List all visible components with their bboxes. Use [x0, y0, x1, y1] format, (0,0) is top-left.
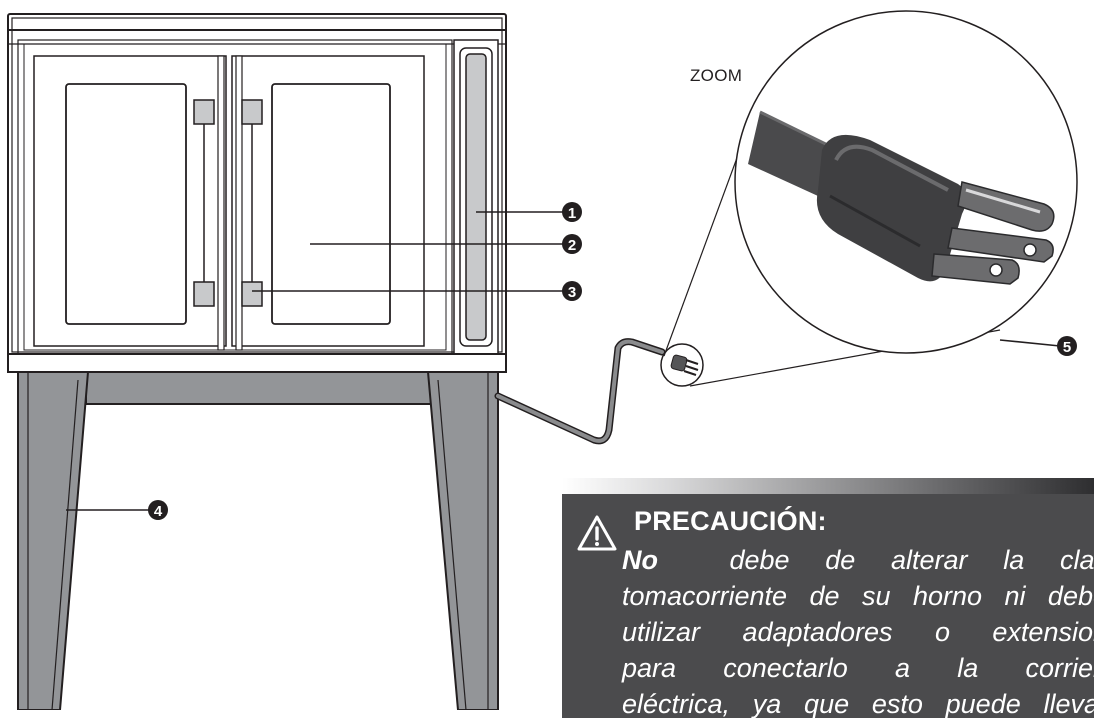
- callout-1: 1: [562, 202, 582, 222]
- callout-4: 4: [148, 500, 168, 520]
- zoom-label: ZOOM: [690, 66, 743, 85]
- caution-gradient-band: [562, 478, 1094, 494]
- caution-line-2: tomacorriente de su horno ni debe: [622, 581, 1094, 611]
- callout-leaders: [66, 211, 1061, 511]
- small-plug-icon: [660, 343, 704, 387]
- caution-body: No debe de alterar la clav tomacorriente…: [622, 542, 1094, 718]
- zoom-guide-line-top: [663, 127, 749, 357]
- callout-2: 2: [562, 234, 582, 254]
- power-cord: [494, 338, 666, 445]
- callout-5-label: 5: [1063, 339, 1071, 356]
- caution-line-1: No debe de alterar la clav: [622, 542, 1094, 578]
- callout-5: 5: [1057, 336, 1077, 356]
- caution-box: PRECAUCIÓN: No debe de alterar la clav t…: [562, 478, 1094, 718]
- caution-bold-word: No: [622, 545, 658, 575]
- warning-triangle-icon: [577, 515, 617, 551]
- plug-icon: [748, 110, 1055, 285]
- caution-line-1-text: debe de alterar la clav: [729, 545, 1094, 575]
- callout-1-label: 1: [568, 205, 576, 222]
- oven-body: [7, 13, 507, 373]
- caution-line-3: utilizar adaptadores o extension: [622, 617, 1094, 647]
- caution-title: PRECAUCIÓN:: [634, 506, 827, 536]
- callout-3-label: 3: [568, 284, 576, 301]
- caution-line-5: eléctrica, ya que esto puede llevar: [622, 689, 1094, 718]
- callout-3: 3: [562, 281, 582, 301]
- callout-4-label: 4: [154, 503, 163, 520]
- oven-stand: [17, 371, 499, 710]
- caution-line-4: para conectarlo a la corrien: [622, 653, 1094, 683]
- callout-2-label: 2: [568, 237, 576, 254]
